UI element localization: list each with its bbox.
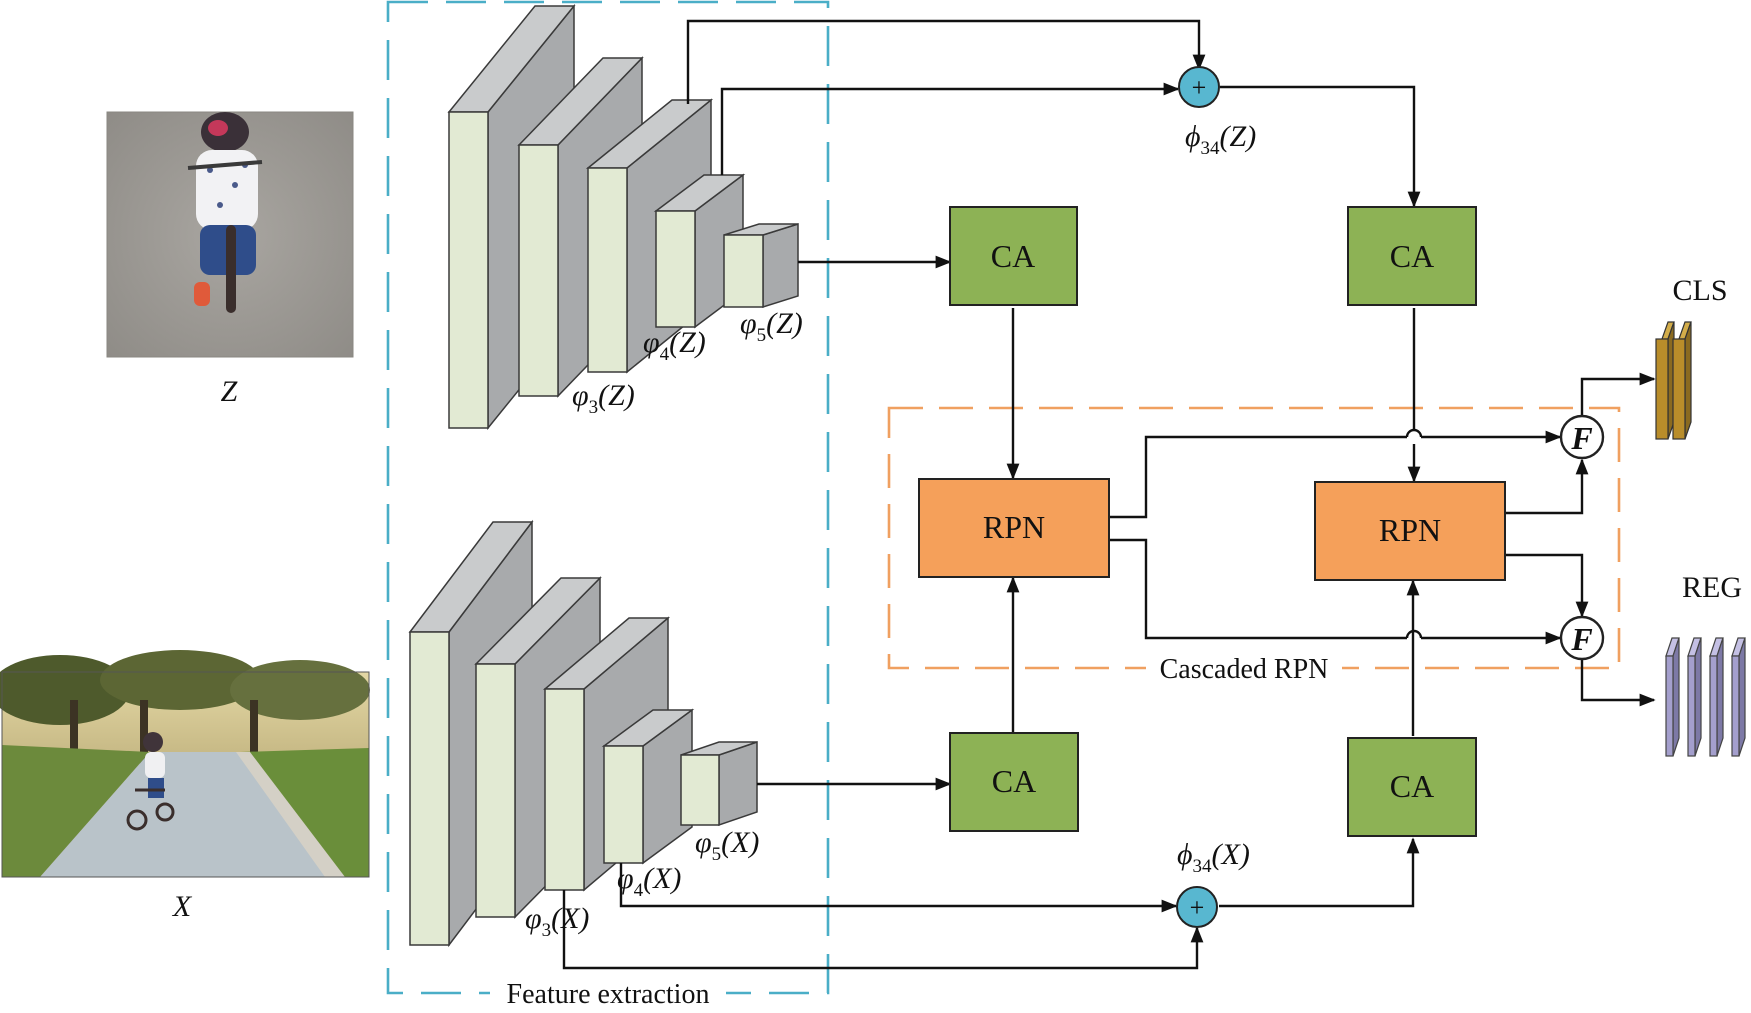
search-image-label: X [172, 890, 193, 923]
rpn-block-1-label: RPN [983, 509, 1045, 545]
feature-label-z4: φ4(Z) [643, 326, 706, 365]
feature-label-x3: φ3(X) [525, 902, 589, 941]
x-feature-layer-5 [680, 740, 758, 827]
x-feature-layer-4 [601, 708, 695, 865]
feature-label-phi34-x: ϕ34(X) [1177, 838, 1250, 877]
connectors [562, 19, 1656, 970]
cls-output-maps [1655, 321, 1692, 440]
ca-block-search: CA [949, 732, 1079, 832]
reg-map-3 [1709, 637, 1724, 757]
cls-map-2 [1672, 321, 1692, 440]
reg-map-2 [1687, 637, 1702, 757]
reg-map-1 [1665, 637, 1680, 757]
feature-label-z5: φ5(Z) [740, 307, 803, 346]
cls-map-1 [1655, 321, 1675, 440]
template-feature-stack [447, 3, 799, 431]
sum-node-z: + [1178, 66, 1220, 108]
ca-block-template-label: CA [991, 238, 1035, 274]
fusion-node-cls: F [1559, 414, 1605, 460]
feature-label-z3: φ3(Z) [572, 379, 635, 418]
reg-label: REG [1682, 571, 1742, 604]
rpn-block-2-label: RPN [1379, 512, 1441, 548]
rpn-block-1: RPN [918, 478, 1110, 578]
search-feature-stack [408, 519, 758, 948]
fusion-node-reg: F [1559, 615, 1605, 661]
reg-map-4 [1731, 637, 1746, 757]
z-feature-layer-5 [723, 222, 799, 309]
template-image-label: Z [221, 375, 238, 408]
fusion-node-reg-symbol: F [1570, 621, 1592, 657]
ca-block-search-label: CA [992, 763, 1036, 799]
ca-block-phi34-x: CA [1347, 737, 1477, 837]
ca-block-template: CA [949, 206, 1078, 306]
feature-extraction-label: Feature extraction [507, 979, 710, 1010]
ca-block-phi34-z-label: CA [1390, 238, 1434, 274]
feature-label-x5: φ5(X) [695, 826, 759, 865]
template-image [106, 111, 354, 358]
ca-block-phi34-z: CA [1347, 206, 1477, 306]
sum-node-x-symbol: + [1190, 893, 1205, 922]
rpn-block-2: RPN [1314, 481, 1506, 581]
feature-label-phi34-z: ϕ34(Z) [1185, 120, 1256, 159]
sum-node-x: + [1176, 886, 1218, 928]
cascaded-rpn-label: Cascaded RPN [1160, 654, 1329, 685]
cls-label: CLS [1672, 274, 1727, 307]
reg-output-maps [1665, 637, 1746, 757]
feature-label-x4: φ4(X) [617, 862, 681, 901]
search-image [0, 650, 370, 878]
sum-node-z-symbol: + [1192, 73, 1207, 102]
feature-extraction-label-bg [490, 975, 726, 1009]
ca-block-phi34-x-label: CA [1390, 768, 1434, 804]
fusion-node-cls-symbol: F [1570, 420, 1592, 456]
cascaded-rpn-label-bg [1146, 650, 1342, 684]
